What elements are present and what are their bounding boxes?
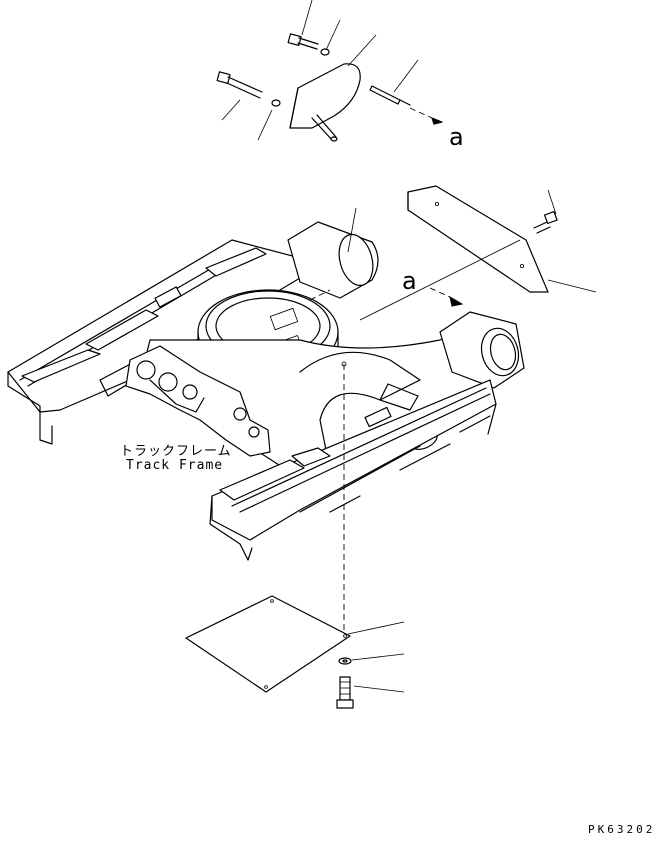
arrow-a-2: [429, 287, 464, 307]
upper-leaders: [221, 0, 443, 141]
bottom-washer: [338, 657, 352, 665]
upper-bolt-2: [216, 71, 281, 107]
guide-line: [359, 239, 521, 321]
side-guard-plate: [407, 185, 549, 293]
track-frame-jp-label: トラックフレーム: [120, 444, 232, 459]
cylinder-leader: [347, 207, 357, 253]
track-frame-en-label: Track Frame: [126, 458, 224, 473]
upper-bolt-1: [287, 33, 330, 56]
dashed-leader-origin: [341, 361, 347, 367]
side-guard-leader: [547, 279, 597, 293]
upper-cover-plate: [289, 63, 361, 142]
side-guard-bolt: [533, 189, 558, 234]
bottom-bolt: [336, 676, 354, 709]
drawing-code: PK63202: [588, 823, 656, 836]
arrow-ref-a-lower: a: [402, 267, 417, 295]
track-frame: [7, 221, 525, 561]
upper-pin: [369, 85, 411, 106]
arrow-ref-a-upper: a: [449, 123, 464, 151]
bottom-leaders: [347, 621, 405, 693]
bottom-cover-plate: [185, 595, 351, 693]
